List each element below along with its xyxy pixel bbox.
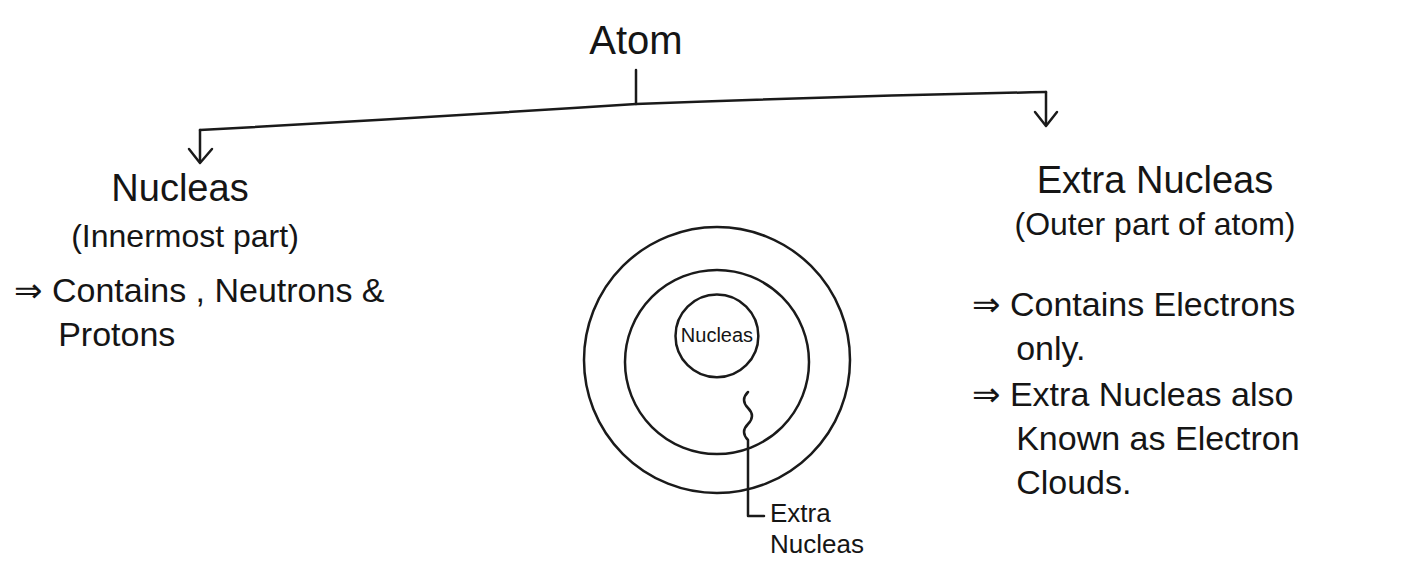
branch-arrow-line: [1045, 92, 1048, 124]
diagram-title: Atom: [536, 14, 736, 66]
branch-point: ⇒ Contains Electrons only.: [972, 282, 1372, 370]
branch-point: ⇒ Extra Nucleas also Known as Electron C…: [972, 372, 1372, 505]
branch-arrow-line: [199, 130, 202, 162]
tree-stem: [635, 70, 638, 104]
inner-shell: [625, 270, 809, 454]
callout-label: Extra Nucleas: [770, 498, 890, 560]
nucleus-circle: Nucleas: [674, 293, 760, 379]
branch-note: (Innermost part): [20, 216, 350, 258]
branch-point: ⇒ Contains , Neutrons & Protons: [14, 268, 464, 356]
branch-note: (Outer part of atom): [1005, 204, 1305, 246]
branch-heading: Nucleas: [30, 164, 330, 213]
tree-bar: [200, 92, 1046, 130]
leader-line: [744, 392, 764, 516]
outer-shell: [584, 227, 850, 493]
branch-heading: Extra Nucleas: [955, 156, 1355, 205]
branch-arrow-head: [189, 149, 212, 163]
nucleus-outline: [676, 295, 759, 378]
branch-arrow-head: [1035, 112, 1057, 126]
node-label: Nucleas: [681, 324, 753, 347]
